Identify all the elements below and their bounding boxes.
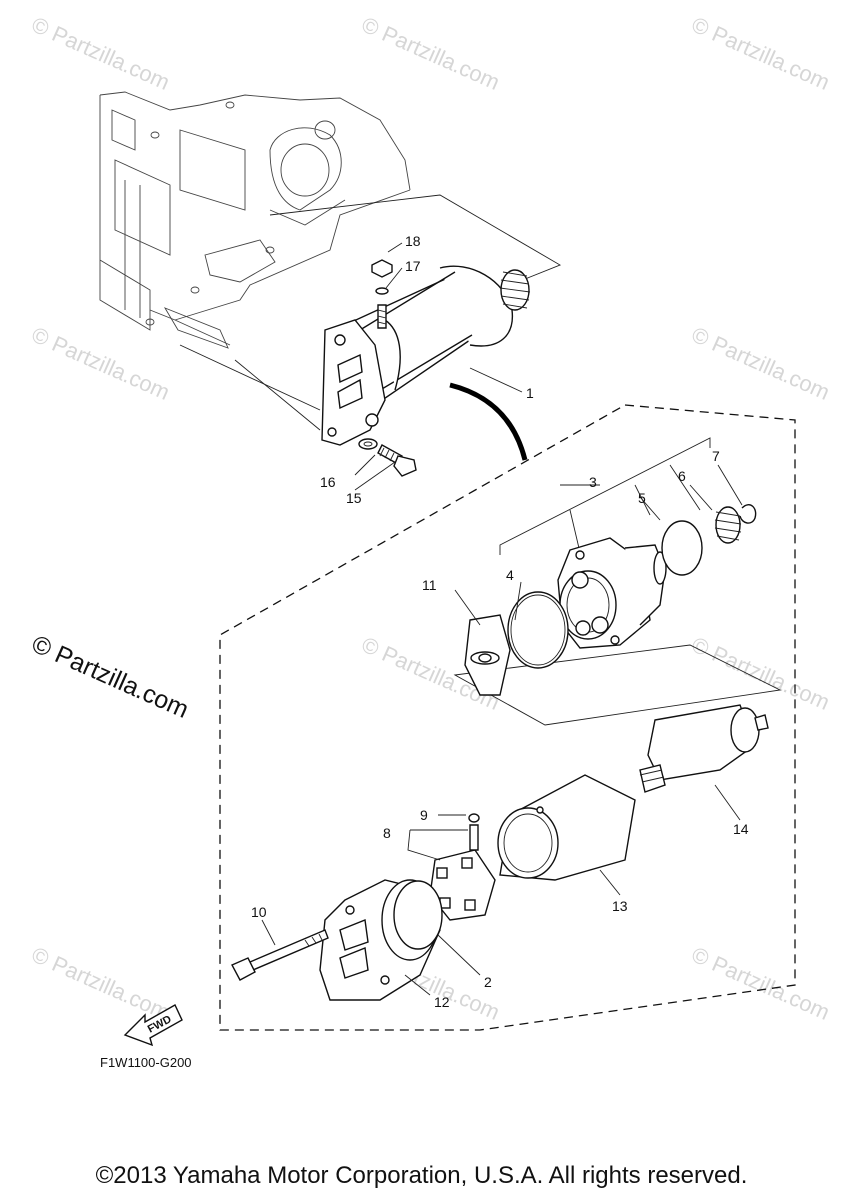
washer-16 xyxy=(358,438,378,450)
watermark: © Partzilla.com xyxy=(358,12,504,95)
watermark: © Partzilla.com xyxy=(688,632,834,715)
o-ring-5 xyxy=(661,520,703,576)
watermark: © Partzilla.com xyxy=(28,942,174,1025)
washer-17 xyxy=(375,287,389,295)
watermark-layer: © Partzilla.com © Partzilla.com © Partzi… xyxy=(28,12,834,1025)
callout-3: 3 xyxy=(589,474,597,490)
o-ring-9 xyxy=(468,813,480,823)
callout-5: 5 xyxy=(638,490,646,506)
exploded-view-frame xyxy=(219,404,796,1031)
long-bolt-10 xyxy=(231,929,329,981)
callout-9: 9 xyxy=(420,807,428,823)
callout-15: 15 xyxy=(346,490,362,506)
callout-12: 12 xyxy=(434,994,450,1010)
callout-14: 14 xyxy=(733,821,749,837)
watermark: © Partzilla.com xyxy=(28,322,174,405)
pinion-gear xyxy=(499,269,531,311)
watermark: © Partzilla.com xyxy=(688,942,834,1025)
callout-2: 2 xyxy=(484,974,492,990)
callout-1: 1 xyxy=(526,385,534,401)
watermark: © Partzilla.com xyxy=(688,322,834,405)
callout-7: 7 xyxy=(712,448,720,464)
starter-motor-assembly xyxy=(321,265,531,461)
callout-17: 17 xyxy=(405,258,421,274)
stud-hardware xyxy=(371,259,393,329)
yoke-13 xyxy=(497,774,636,881)
callout-numbers: 1 2 3 4 5 6 7 8 9 10 11 12 13 14 15 16 1… xyxy=(251,233,749,1010)
copyright-notice: ©2013 Yamaha Motor Corporation, U.S.A. A… xyxy=(95,1162,748,1189)
callout-leaders xyxy=(261,242,743,996)
starter-cable xyxy=(449,382,528,461)
callout-10: 10 xyxy=(251,904,267,920)
callout-13: 13 xyxy=(612,898,628,914)
callout-18: 18 xyxy=(405,233,421,249)
group-bracket xyxy=(453,644,782,726)
seal-ring-4 xyxy=(507,591,569,669)
diagram-code: F1W1100-G200 xyxy=(100,1055,192,1070)
cover-plate-11 xyxy=(464,614,511,696)
watermark: © Partzilla.com xyxy=(28,12,174,95)
gear-6 xyxy=(714,506,742,544)
gear-housing xyxy=(557,537,667,649)
nut-18 xyxy=(371,259,393,278)
callout-16: 16 xyxy=(320,474,336,490)
engine-block-outline xyxy=(99,91,411,349)
callout-4: 4 xyxy=(506,567,514,583)
callout-6: 6 xyxy=(678,468,686,484)
callout-11: 11 xyxy=(422,577,437,593)
armature-14 xyxy=(639,704,769,793)
brush-holder-8 xyxy=(429,813,496,921)
watermark: © Partzilla.com xyxy=(688,12,834,95)
callout-8: 8 xyxy=(383,825,391,841)
clip-7 xyxy=(739,504,757,524)
mounting-guide-lines xyxy=(179,194,562,431)
side-watermark: © Partzilla.com xyxy=(28,630,193,724)
mount-bolt-hardware xyxy=(358,438,417,477)
gasket-2 xyxy=(393,880,443,950)
